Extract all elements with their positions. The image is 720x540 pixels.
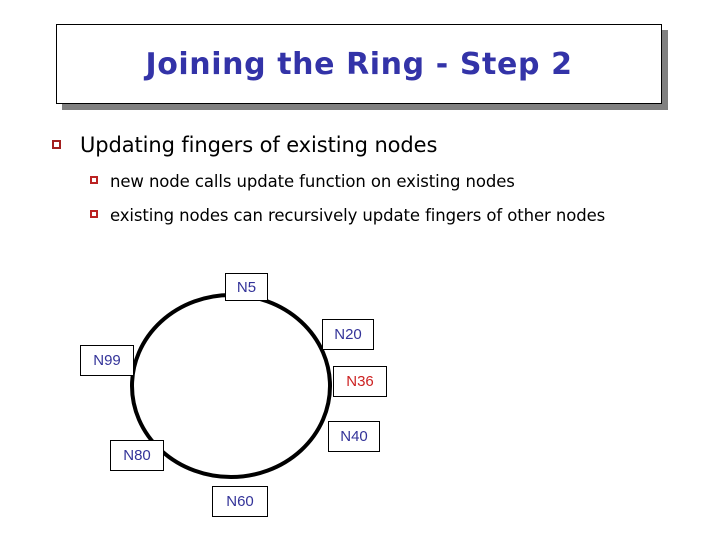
bullet-item-level2-label: new node calls update function on existi… (110, 172, 515, 191)
bullet-item-level1-label: Updating fingers of existing nodes (80, 133, 438, 157)
ring-node-n40[interactable]: N40 (328, 421, 380, 452)
hollow-square-bullet-icon (90, 176, 98, 184)
bullet-item-level2: existing nodes can recursively update fi… (0, 205, 720, 227)
ring-node-n80[interactable]: N80 (110, 440, 164, 471)
bullet-item-level2: new node calls update function on existi… (0, 171, 720, 193)
ring-node-label: N60 (226, 493, 254, 510)
hollow-square-bullet-icon (90, 210, 98, 218)
ring-node-label: N5 (236, 278, 257, 296)
bullet-list: Updating fingers of existing nodes new n… (0, 132, 720, 227)
ring-node-label: N36 (346, 373, 374, 390)
bullet-item-level1: Updating fingers of existing nodes (0, 132, 720, 159)
ring-node-label: N99 (93, 352, 121, 369)
ring-node-n60[interactable]: N60 (212, 486, 268, 517)
bullet-item-level2-label: existing nodes can recursively update fi… (110, 206, 606, 225)
ring-node-n99[interactable]: N99 (80, 345, 134, 376)
ring-node-label: N20 (334, 326, 362, 343)
title-box: Joining the Ring - Step 2 (56, 24, 662, 104)
ring-node-n5[interactable]: N5 (225, 273, 268, 301)
ring-node-label: N80 (123, 447, 151, 464)
ring-node-n20[interactable]: N20 (322, 319, 374, 350)
hollow-square-bullet-icon (52, 140, 61, 149)
ring-node-label: N40 (340, 428, 368, 445)
page-title: Joining the Ring - Step 2 (145, 46, 573, 82)
ring-node-n36[interactable]: N36 (333, 366, 387, 397)
